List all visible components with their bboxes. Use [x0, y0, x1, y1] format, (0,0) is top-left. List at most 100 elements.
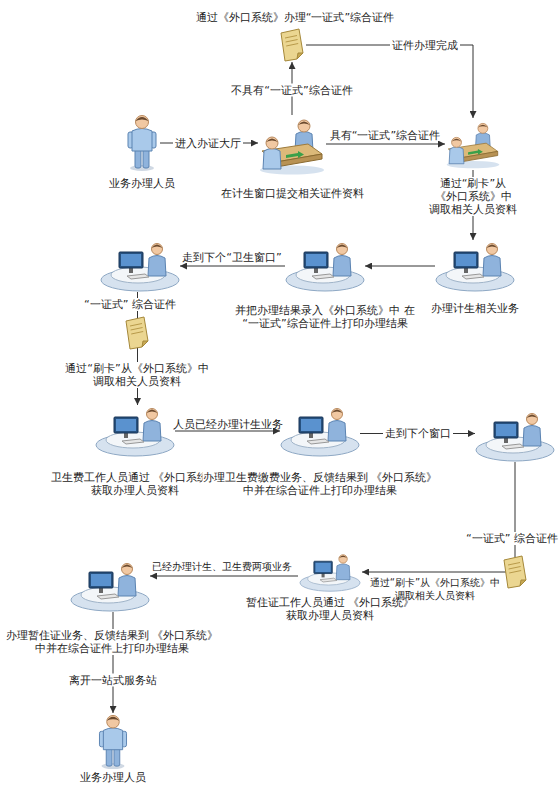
icon-shape [114, 417, 138, 433]
icon-shape [132, 129, 152, 152]
edge-label: 通过“刷卡”从《外口系统》中 调取相关人员资料 [55, 362, 219, 388]
node-caption: 卫生费工作人员通过 《外口系统》获取办理人员资料 [50, 471, 220, 497]
node-caption: 办理计生相关业务 [431, 302, 519, 315]
icon-shape [315, 563, 330, 572]
icon-shape [333, 256, 351, 277]
workstation: 办理计生相关业务 [435, 240, 515, 292]
icon-shape [487, 244, 498, 255]
node-caption: 并把办理结果录入《外口系统》中 在“一证式”综合证件上打印办理结果 [230, 304, 420, 330]
card-fold [142, 341, 148, 347]
icon-shape [297, 53, 303, 59]
icon-shape [339, 555, 347, 563]
edge-label: 走到下个窗口 [383, 427, 453, 440]
workstation: 并把办理结果录入《外口系统》中 在“一证式”综合证件上打印办理结果 [285, 240, 365, 292]
icon-shape [127, 274, 149, 279]
icon-shape [456, 254, 476, 266]
icon-shape [298, 120, 310, 132]
icon-shape [452, 139, 462, 142]
workstation: 办理暂住证业务、反馈结果到 《外口系统》中并在综合证件上打印办理结果 [70, 560, 150, 612]
icon-shape [148, 256, 166, 277]
node-caption: 业务办理人员 [109, 177, 175, 190]
icon-shape [152, 244, 163, 255]
icon-shape [135, 149, 141, 168]
icon-shape [147, 409, 158, 420]
person-icon [124, 113, 160, 171]
workstation-icon [70, 560, 150, 612]
icon-shape [337, 244, 348, 255]
icon-shape [332, 409, 343, 420]
edge-label: 不具有“一证式”综合证件 [229, 84, 354, 97]
service-desk: 在计生窗口提交相关证件资料 [258, 115, 326, 175]
icon-shape [119, 252, 143, 268]
icon-shape [468, 149, 483, 155]
icon-shape [91, 574, 111, 586]
person-node: 业务办理人员 [95, 713, 131, 769]
icon-shape [118, 576, 136, 597]
icon-shape [339, 555, 347, 558]
workstation-icon [285, 240, 365, 292]
icon-shape [449, 147, 464, 164]
workstation: 卫生费工作人员通过 《外口系统》获取办理人员资料 [95, 405, 175, 457]
icon-shape [143, 149, 149, 168]
icon-shape [502, 444, 524, 449]
workstation: 办理卫生费缴费业务、反馈结果到 《外口系统》中并在综合证件上打印办理结果 [280, 405, 360, 457]
workstation: “一证式” 综合证件 [475, 410, 555, 462]
icon-shape [136, 117, 149, 121]
node-caption: 在计生窗口提交相关证件资料 [221, 187, 364, 200]
icon-shape [452, 137, 462, 147]
icon-shape [116, 419, 136, 431]
flow-arrow [150, 576, 298, 577]
icon-shape [121, 254, 141, 266]
icon-shape [107, 715, 120, 728]
icon-shape [478, 123, 488, 133]
flow-arrow [306, 45, 473, 118]
icon-shape [301, 419, 321, 431]
icon-shape [527, 415, 538, 419]
card-lines [508, 563, 521, 574]
icon-shape [304, 252, 328, 268]
icon-shape [478, 125, 488, 128]
edge-label: 走到下个“卫生窗口” [182, 251, 281, 264]
icon-shape [328, 421, 346, 442]
node-caption: “一证式” 综合证件 [466, 532, 558, 545]
card-icon [504, 556, 526, 588]
icon-shape [494, 422, 518, 438]
icon-shape [487, 245, 498, 249]
icon-shape [314, 561, 332, 573]
icon-shape [263, 149, 281, 170]
person-icon [95, 713, 131, 769]
flow-arrow [175, 431, 280, 432]
icon-shape [122, 439, 144, 444]
icon-shape [130, 165, 154, 171]
workstation-icon [435, 240, 515, 292]
icon-shape [523, 426, 541, 447]
edge-label: 具有“一证式”综合证件 [330, 129, 440, 142]
workstation: 暂住证工作人员通过 《外口系统》获取办理人员资料 [298, 552, 362, 592]
flow-arrow [180, 266, 285, 267]
node-caption: “一证式” 综合证件 [84, 298, 176, 311]
edge-label: 通过“刷卡”从《外口系统》中 调取相关人员资料 [368, 576, 503, 602]
workstation: “一证式” 综合证件 [100, 240, 180, 292]
edge-label: 进入办证大厅 [173, 137, 243, 150]
icon-shape [114, 748, 120, 766]
icon-shape [122, 564, 133, 575]
icon-shape [147, 410, 158, 414]
edge-label: 人员已经办理计生业务 [173, 418, 283, 431]
icon-shape [103, 728, 122, 750]
flow-arrow [326, 144, 445, 145]
edge-label: 离开一站式服务站 [67, 674, 159, 687]
icon-shape [299, 417, 323, 433]
icon-shape [122, 565, 133, 569]
icon-shape [496, 424, 516, 436]
icon-shape [286, 151, 304, 158]
edge-label: 证件办理完成 [390, 39, 460, 52]
flow-arrow [365, 266, 435, 267]
icon-shape [454, 252, 478, 268]
document-card: 通过《外口系统》办理“一证式”综合证件 [278, 28, 306, 62]
node-caption: 通过《外口系统》办理“一证式”综合证件 [196, 11, 394, 24]
icon-shape [285, 36, 298, 47]
icon-shape [320, 578, 337, 582]
icon-shape [107, 717, 120, 721]
